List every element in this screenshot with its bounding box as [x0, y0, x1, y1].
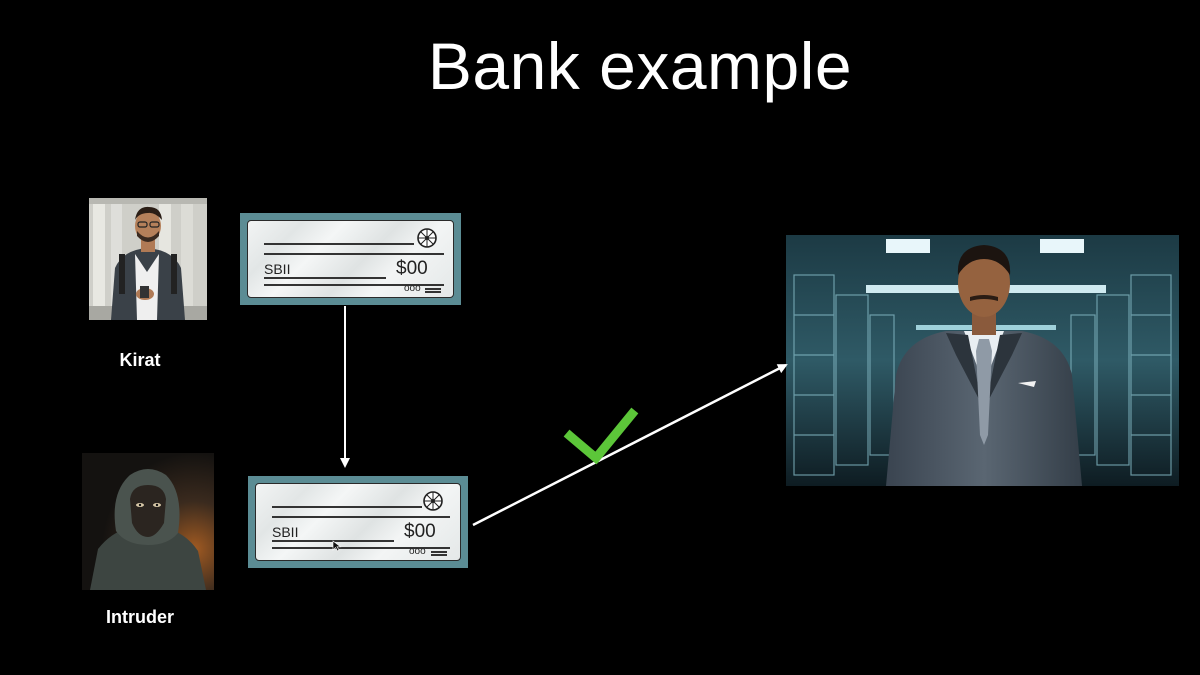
micr-line-b [425, 291, 441, 293]
bank-employee-photo [786, 235, 1179, 486]
cheque-micr: ooo [404, 283, 421, 294]
cheque-bank-name: SBII [272, 524, 299, 540]
micr-line-a [425, 288, 441, 290]
amount-words-line-top [264, 253, 444, 255]
cheque-original: SBII $00 ooo [240, 213, 461, 305]
slide-title: Bank example [427, 29, 853, 103]
amount-words-line [264, 277, 386, 279]
bank-seal-icon [417, 228, 437, 248]
cheque-body: SBII $00 ooo [247, 220, 454, 298]
micr-line-a [431, 551, 447, 553]
intruder-photo [82, 453, 214, 590]
cheque-copied: SBII $00 ooo [248, 476, 468, 568]
payee-line [264, 243, 414, 245]
signature-line [272, 547, 450, 549]
checkmark-icon [563, 407, 639, 465]
mouse-cursor-icon [332, 540, 342, 552]
cheque-amount: $00 [396, 258, 428, 279]
amount-words-line-top [272, 516, 450, 518]
cheque-body: SBII $00 ooo [255, 483, 461, 561]
intruder-label: Intruder [105, 607, 174, 627]
cheque-micr: ooo [409, 546, 426, 557]
micr-line-b [431, 554, 447, 556]
kirat-label: Kirat [119, 350, 161, 370]
bank-seal-icon [423, 491, 443, 511]
signature-line [264, 284, 444, 286]
cheque-bank-name: SBII [264, 261, 291, 277]
payee-line [272, 506, 422, 508]
cheque-amount: $00 [404, 521, 436, 542]
submit-arrow [472, 363, 788, 527]
kirat-photo [89, 198, 207, 320]
